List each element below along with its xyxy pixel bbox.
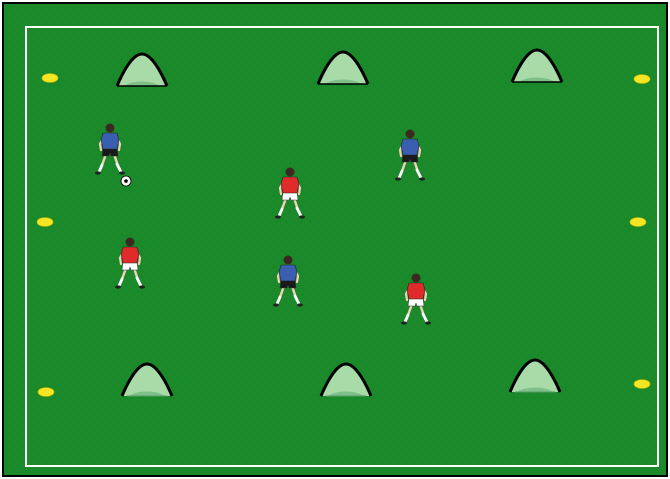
player-shirt (281, 177, 299, 193)
player-boot-left (273, 303, 279, 306)
ball-icon (121, 176, 131, 186)
player-boot-left (115, 285, 121, 288)
player-head (406, 130, 415, 139)
player-boot-right (139, 285, 145, 288)
player-shirt (401, 139, 419, 155)
player-head (126, 238, 135, 247)
player-boot-left (395, 177, 401, 180)
player-shirt (121, 247, 139, 263)
player-boot-right (425, 321, 431, 324)
cone-right-middle (630, 218, 646, 227)
player-boot-right (299, 215, 305, 218)
player-boot-right (297, 303, 303, 306)
player-boot-left (95, 171, 101, 174)
cone-right-top (634, 75, 650, 84)
cone-left-bottom (38, 388, 54, 397)
player-shirt (279, 265, 297, 281)
player-head (106, 124, 115, 133)
player-head (286, 168, 295, 177)
player-boot-left (275, 215, 281, 218)
player-shirt (101, 133, 119, 149)
cone-left-top (42, 74, 58, 83)
cone-right-bottom (634, 380, 650, 389)
cone-left-middle (37, 218, 53, 227)
player-head (412, 274, 421, 283)
player-boot-right (419, 177, 425, 180)
player-shirt (407, 283, 425, 299)
player-boot-right (119, 171, 125, 174)
player-boot-left (401, 321, 407, 324)
player-head (284, 256, 293, 265)
